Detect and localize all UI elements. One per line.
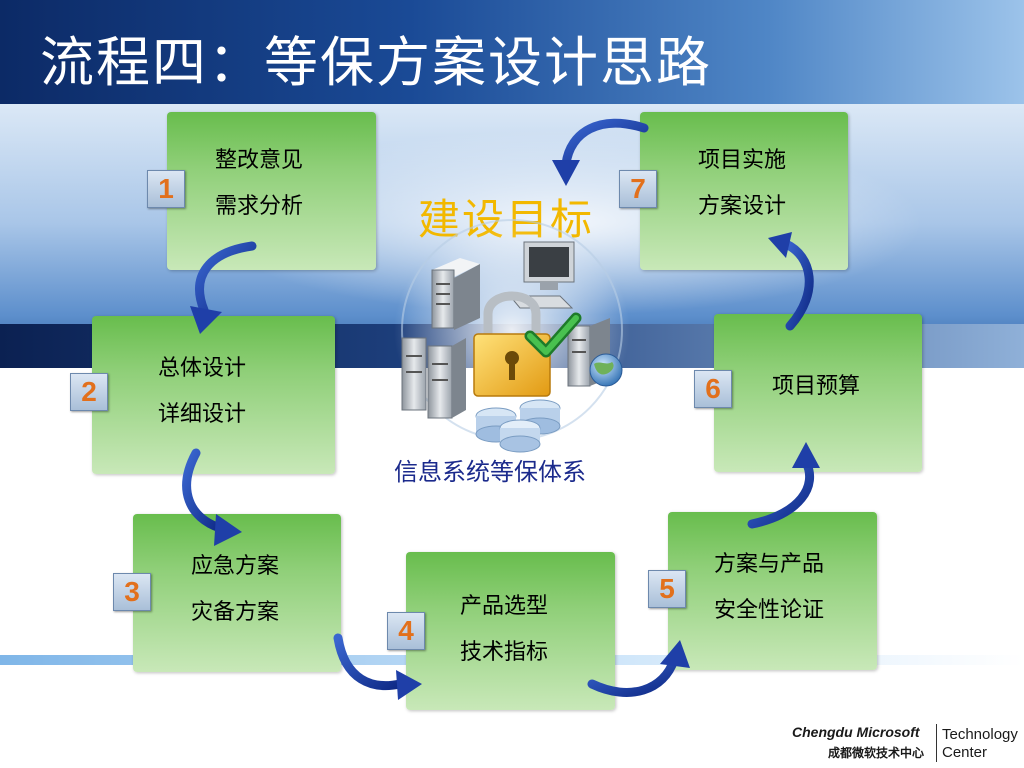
logo-brand: Chengdu Microsoft: [792, 724, 920, 740]
step-4-line-1: 产品选型: [460, 594, 549, 619]
step-7-box: 项目实施 方案设计: [640, 112, 848, 270]
step-4-badge: 4: [387, 612, 425, 650]
step-3-line-1: 应急方案: [191, 554, 280, 579]
slide-title: 流程四：等保方案设计思路: [40, 31, 712, 94]
step-4-line-2: 技术指标: [460, 640, 549, 665]
logo-divider: [936, 724, 937, 762]
step-7-badge: 7: [619, 170, 657, 208]
step-2-badge: 2: [70, 373, 108, 411]
logo-brand-cn: 成都微软技术中心: [828, 746, 925, 760]
step-4-box: 产品选型 技术指标: [406, 552, 615, 710]
step-5-line-2: 安全性论证: [714, 598, 825, 623]
step-3-line-2: 灾备方案: [191, 600, 280, 625]
chengdu-microsoft-logo: Chengdu Microsoft 成都微软技术中心 Technology Ce…: [792, 722, 1020, 766]
step-2-box: 总体设计 详细设计: [92, 316, 335, 474]
step-2-line-2: 详细设计: [158, 402, 247, 427]
step-3-badge: 3: [113, 573, 151, 611]
step-6-box: 项目预算: [714, 314, 922, 472]
server-stack-icon: [401, 337, 466, 419]
step-7-line-1: 项目实施: [698, 148, 787, 173]
arrow-4-to-5: [587, 640, 690, 697]
arrow-1-to-2: [190, 241, 257, 334]
globe-icon: [589, 353, 623, 387]
step-5-badge: 5: [648, 570, 686, 608]
title-bar: 流程四：等保方案设计思路: [0, 0, 1024, 104]
arrow-6-to-7: [768, 232, 814, 331]
step-1-line-1: 整改意见: [215, 148, 304, 173]
database-icon: [475, 399, 561, 453]
step-6-line-1: 项目预算: [772, 374, 861, 399]
server-icon: [431, 258, 480, 330]
step-7-line-2: 方案设计: [698, 194, 787, 219]
arrow-5-to-6: [747, 442, 820, 529]
secure-servers-lock-icon: [394, 219, 630, 453]
step-1-line-2: 需求分析: [215, 194, 304, 219]
step-5-line-1: 方案与产品: [714, 552, 825, 577]
padlock-icon: [473, 291, 551, 397]
arrow-7-to-center: [552, 118, 649, 186]
arrow-3-to-4: [333, 633, 422, 700]
monitor-icon: [508, 241, 575, 309]
logo-tagline-1: Technology: [942, 726, 1018, 743]
arrow-2-to-3: [182, 448, 242, 546]
step-1-badge: 1: [147, 170, 185, 208]
step-6-badge: 6: [694, 370, 732, 408]
step-1-box: 整改意见 需求分析: [167, 112, 376, 270]
step-5-box: 方案与产品 安全性论证: [668, 512, 877, 670]
logo-tagline-2: Center: [942, 744, 988, 761]
step-3-box: 应急方案 灾备方案: [133, 514, 341, 672]
check-icon: [524, 312, 582, 358]
center-caption: 信息系统等保体系: [394, 458, 586, 486]
step-2-line-1: 总体设计: [158, 356, 247, 381]
